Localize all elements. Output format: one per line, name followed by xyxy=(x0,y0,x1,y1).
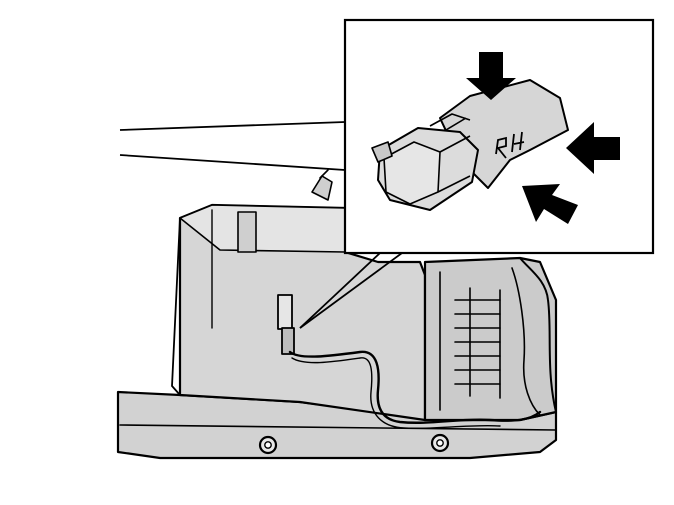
wire-harness xyxy=(288,350,542,424)
screw-left xyxy=(258,435,278,455)
arrow-top xyxy=(466,52,516,100)
arrow-right xyxy=(566,122,620,174)
callout-box: RH xyxy=(343,18,655,255)
plug-seam xyxy=(437,135,471,193)
vent-ridges xyxy=(439,271,501,411)
body-connector xyxy=(277,294,295,355)
housing-left-edge xyxy=(171,217,181,396)
right-curl-inner xyxy=(511,267,541,416)
arrow-lower xyxy=(522,184,578,224)
top-stub xyxy=(311,175,333,201)
plug-latch xyxy=(371,141,393,163)
rh-marking: RH xyxy=(495,131,525,159)
leader-lines xyxy=(119,121,403,329)
vent-section xyxy=(423,256,558,422)
callout-connector xyxy=(371,79,569,211)
screw-right xyxy=(430,433,450,453)
top-stub-wire xyxy=(319,169,329,179)
wire-harness-inner xyxy=(291,357,501,430)
main-housing xyxy=(116,169,558,460)
plug-ridges xyxy=(429,113,471,131)
top-tab xyxy=(237,211,257,253)
right-curl xyxy=(519,257,557,413)
base-flange-edge xyxy=(119,424,557,431)
